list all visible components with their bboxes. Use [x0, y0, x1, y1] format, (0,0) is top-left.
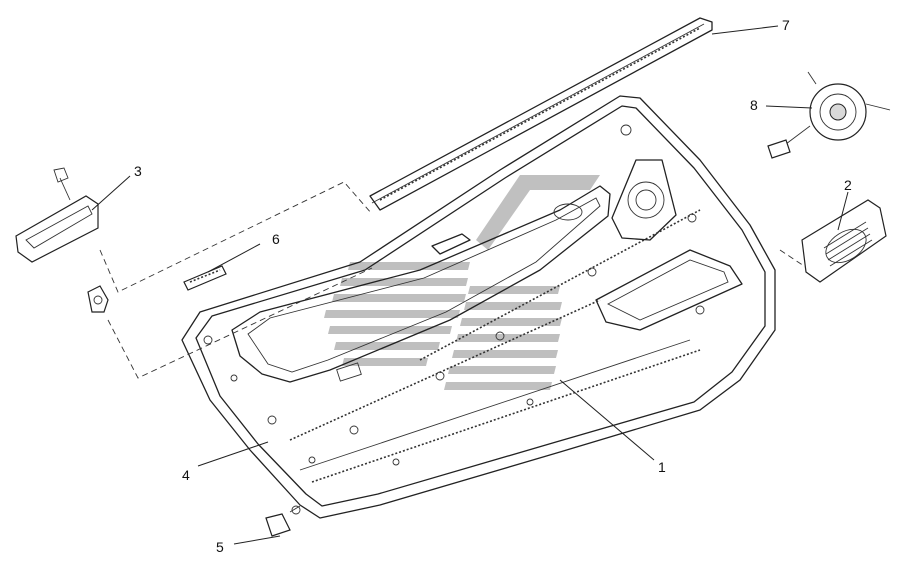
- clip-bracket: [265, 505, 301, 537]
- callout-2: 2: [844, 177, 852, 193]
- callout-labels: 1 2 3 4 5 6 7 8: [134, 17, 852, 555]
- door-trim-panel: [181, 95, 776, 519]
- watermark-logo: [324, 175, 600, 390]
- retaining-clip: [87, 285, 109, 313]
- leader-lines: [91, 25, 849, 545]
- switch-plate: [183, 265, 227, 291]
- speaker-grille: [801, 199, 887, 283]
- callout-8: 8: [750, 97, 758, 113]
- callout-3: 3: [134, 163, 142, 179]
- callout-1: 1: [658, 459, 666, 475]
- callout-4: 4: [182, 467, 190, 483]
- callout-7: 7: [782, 17, 790, 33]
- speaker-unit: [767, 71, 891, 159]
- pull-handle-cup: [15, 167, 99, 263]
- upper-trim-strip: [369, 17, 713, 211]
- callout-6: 6: [272, 231, 280, 247]
- callout-5: 5: [216, 539, 224, 555]
